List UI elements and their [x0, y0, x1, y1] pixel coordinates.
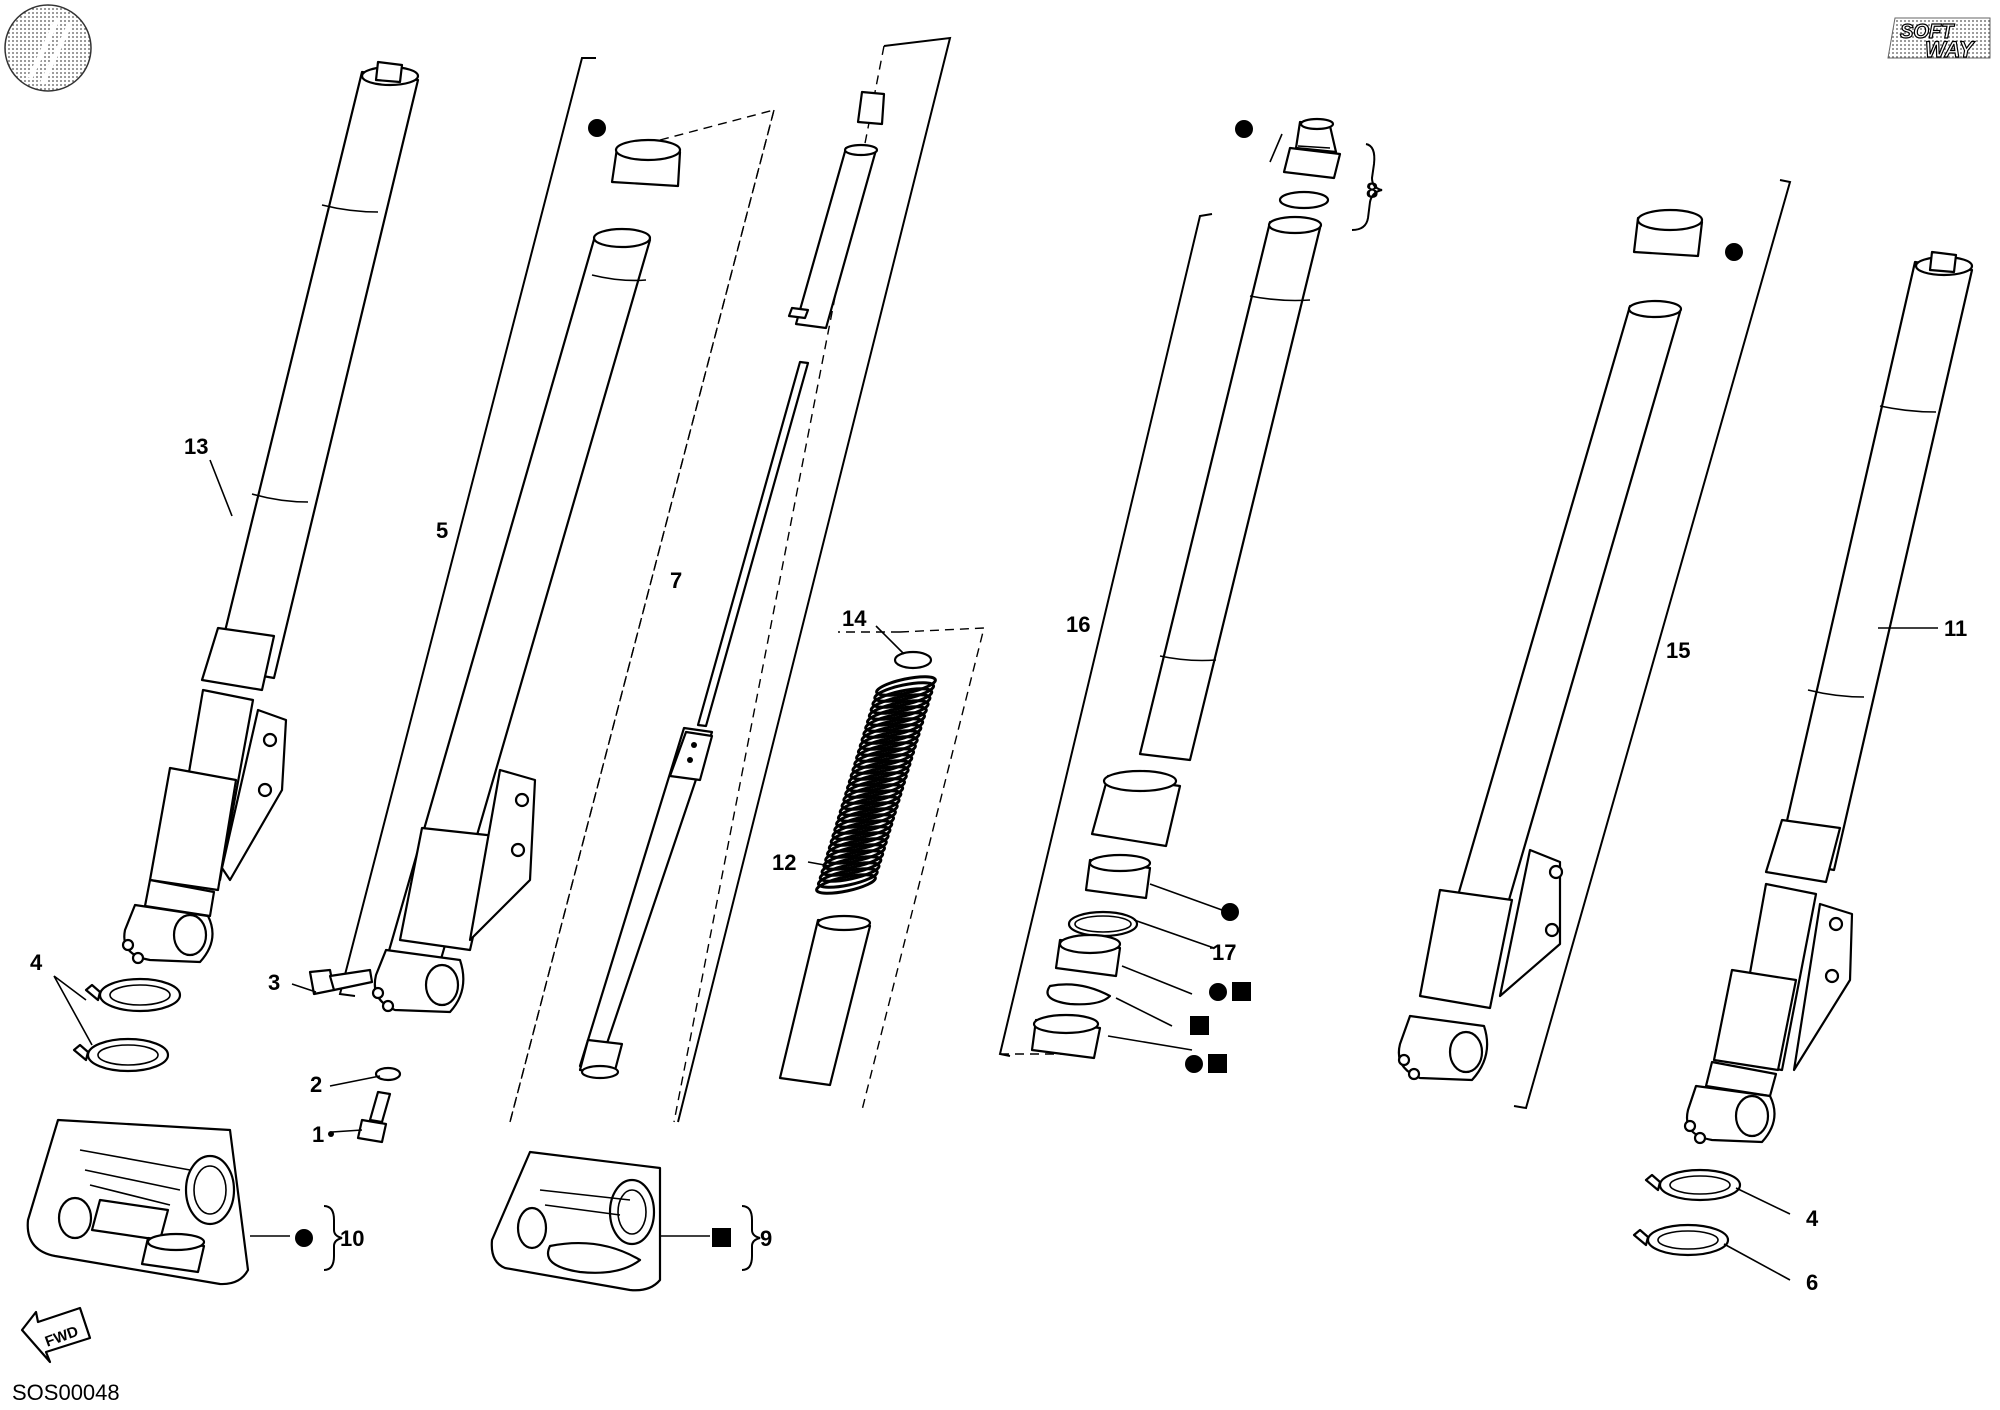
- spring-coil: [867, 699, 930, 721]
- svg-text:WAY: WAY: [1925, 37, 1976, 62]
- callout-labels: 13 4 3 2 1 5 7 14 12 16 8 17 15 11 4 6 1…: [30, 178, 1967, 1295]
- bushing-17-stack: [1030, 853, 1152, 1060]
- fork-leg-13: [121, 60, 420, 965]
- circle-marker: [1185, 1055, 1203, 1073]
- spring-coil: [836, 801, 899, 823]
- callout-9: 9: [760, 1226, 772, 1251]
- spring-coil: [840, 789, 903, 811]
- damper-rod-7: [578, 36, 952, 1123]
- leader-lines: [53, 133, 1938, 1281]
- circle-marker: [1221, 903, 1239, 921]
- spring-coil: [875, 675, 937, 697]
- spring-coil: [849, 759, 912, 781]
- washer-2: [374, 1066, 402, 1082]
- spring-coil: [855, 741, 917, 763]
- bracket-10: [323, 1205, 343, 1271]
- spring-coil: [860, 723, 923, 745]
- spring-coil: [826, 837, 888, 859]
- callout-2: 2: [310, 1072, 322, 1097]
- callout-14: 14: [842, 606, 867, 631]
- clamp-rings-right: [1632, 1168, 1742, 1257]
- spring-coil: [869, 693, 932, 715]
- bracket-9: [741, 1205, 761, 1271]
- spring-coil: [873, 681, 936, 703]
- callout-4-right: 4: [1806, 1206, 1819, 1231]
- spring-coil: [838, 795, 901, 817]
- spring-coil: [820, 855, 883, 877]
- softway-logo: SOFT WAY: [1887, 17, 1991, 63]
- spring-coil: [831, 819, 894, 841]
- spring-coil: [866, 705, 928, 727]
- spring-coil: [827, 831, 890, 853]
- callout-15: 15: [1666, 638, 1690, 663]
- callout-4-left: 4: [30, 950, 43, 975]
- spring-coil: [862, 717, 925, 739]
- callout-8: 8: [1366, 178, 1378, 203]
- manufacturer-logo: [4, 4, 92, 92]
- callout-12: 12: [772, 850, 796, 875]
- circle-marker: [295, 1229, 313, 1247]
- spring-coil: [829, 825, 892, 847]
- callout-5: 5: [436, 518, 448, 543]
- square-marker: [1208, 1054, 1227, 1073]
- fork-leg-15: [1397, 179, 1792, 1110]
- spring-coil: [851, 753, 914, 775]
- callout-6: 6: [1806, 1270, 1818, 1295]
- callout-16: 16: [1066, 612, 1090, 637]
- circle-marker: [1235, 120, 1253, 138]
- spring-coil: [871, 687, 934, 709]
- spring-coil: [842, 783, 905, 805]
- circle-marker: [588, 119, 606, 137]
- callout-7: 7: [670, 568, 682, 593]
- callout-3: 3: [268, 970, 280, 995]
- inner-tube-16: [998, 117, 1383, 1057]
- screw-1: [356, 1090, 392, 1144]
- circle-marker: [1725, 243, 1743, 261]
- spring-coil: [853, 747, 916, 769]
- fork-leg-11: [1683, 250, 1974, 1145]
- markers: [295, 119, 1743, 1247]
- clamp-rings-left: [72, 977, 182, 1073]
- spring-coil: [818, 861, 881, 883]
- square-marker: [712, 1228, 731, 1247]
- spring-12: [778, 627, 985, 1111]
- spring-coil: [824, 843, 886, 865]
- spring-coil: [835, 807, 897, 829]
- svg-text:SOFT: SOFT: [1900, 21, 1955, 43]
- callout-13: 13: [184, 434, 208, 459]
- spring-coil: [864, 711, 926, 733]
- seal-kit-10: [26, 1118, 250, 1286]
- callout-17: 17: [1212, 940, 1236, 965]
- spring-coil: [858, 729, 921, 751]
- spring-coil: [847, 765, 910, 787]
- drawing-code: SOS00048: [12, 1380, 120, 1405]
- spring-coil: [822, 849, 885, 871]
- bolt-3: [308, 968, 374, 996]
- part-group-5: [338, 57, 775, 1123]
- square-marker: [1232, 982, 1251, 1001]
- spring-coil: [833, 813, 896, 835]
- callout-10: 10: [340, 1226, 364, 1251]
- callout-1: 1: [312, 1122, 324, 1147]
- spring-coil: [816, 867, 879, 889]
- spring-coil: [846, 771, 908, 793]
- seal-kit-9: [490, 1150, 662, 1292]
- forward-arrow: FWD: [20, 1306, 92, 1364]
- square-marker: [1190, 1016, 1209, 1035]
- spring-coil: [844, 777, 906, 799]
- spring-coil: [815, 873, 877, 895]
- circle-marker: [1209, 983, 1227, 1001]
- callout-11: 11: [1944, 616, 1967, 641]
- spring-coil: [856, 735, 919, 757]
